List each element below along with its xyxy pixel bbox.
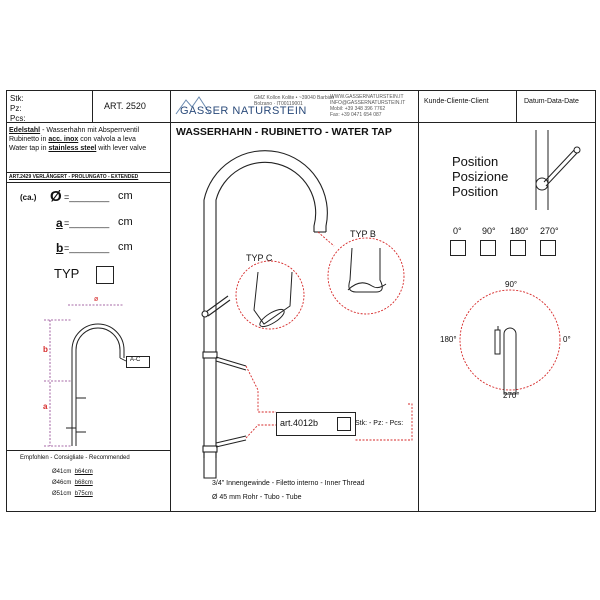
main-title: WASSERHAHN - RUBINETTO - WATER TAP bbox=[176, 126, 392, 138]
small-ac-box bbox=[126, 356, 150, 368]
rec-b: b64cm bbox=[74, 469, 93, 475]
recommended-row: Ø46cm b68cm bbox=[52, 478, 93, 489]
recommended-table: Ø41cm b64cm Ø46cm b68cm Ø51cm b75cm bbox=[52, 467, 93, 500]
rec-b: b68cm bbox=[74, 480, 93, 486]
client-box bbox=[418, 90, 518, 124]
pcs-label: Pcs: bbox=[10, 114, 26, 123]
extended-separator-2 bbox=[6, 182, 170, 183]
typ-c-label: TYP C bbox=[246, 253, 273, 263]
rec-diam: Ø46cm bbox=[52, 480, 72, 486]
angle-270-checkbox[interactable] bbox=[540, 240, 556, 256]
product-description: Edelstahl - Wasserhahn mit Absperrventil… bbox=[9, 126, 169, 153]
ca-label: (ca.) bbox=[20, 193, 37, 202]
small-a-label: a bbox=[43, 402, 48, 411]
angle-180-checkbox[interactable] bbox=[510, 240, 526, 256]
dial-0-label: 0° bbox=[563, 335, 571, 344]
diameter-symbol: Ø bbox=[50, 188, 62, 205]
art-4012b-qty: Stk: - Pz: - Pcs: bbox=[355, 420, 404, 427]
thread-label: 3/4" Innengewinde - Filetto interno - In… bbox=[212, 480, 365, 487]
small-b-label: b bbox=[43, 345, 48, 354]
angle-0-checkbox[interactable] bbox=[450, 240, 466, 256]
rec-diam: Ø51cm bbox=[52, 491, 72, 497]
angle-180-label: 180° bbox=[510, 226, 529, 236]
position-line-it: Posizione bbox=[452, 169, 509, 184]
date-box bbox=[516, 90, 596, 124]
recommended-row: Ø41cm b64cm bbox=[52, 467, 93, 478]
company-contact: WWW.GASSERNATURSTEIN.IT INFO@GASSERNATUR… bbox=[330, 94, 406, 118]
position-heading: Position Posizione Position bbox=[452, 154, 508, 199]
desc-part-6: Water tap in bbox=[9, 145, 49, 152]
desc-part-3: Rubinetto in bbox=[9, 136, 49, 143]
pz-label: Pz: bbox=[10, 104, 22, 113]
art-4012b-qty-checkbox[interactable] bbox=[337, 417, 351, 431]
company-logo-text: GASSER NATURSTEIN bbox=[180, 105, 307, 117]
desc-part-1: Edelstahl bbox=[9, 127, 41, 134]
recommended-row: Ø51cm b75cm bbox=[52, 489, 93, 500]
diameter-unit: cm bbox=[118, 190, 133, 202]
desc-part-8: with lever valve bbox=[96, 145, 147, 152]
art-4012b-label: art.4012b bbox=[280, 418, 319, 428]
art-box bbox=[92, 90, 172, 124]
company-address: GMZ Kollon Kolite • ~39040 Barbian Bolza… bbox=[254, 95, 335, 107]
b-blank: =________ bbox=[64, 243, 110, 253]
angle-0-label: 0° bbox=[453, 226, 462, 236]
recommended-separator bbox=[6, 450, 170, 451]
desc-part-5: con valvola a leva bbox=[78, 136, 136, 143]
recommended-title: Empfohlen - Consigliate - Recommended bbox=[20, 455, 130, 461]
dial-90-label: 90° bbox=[505, 280, 518, 289]
left-panel bbox=[6, 122, 172, 512]
extended-separator bbox=[6, 172, 170, 173]
rec-b: b75cm bbox=[74, 491, 93, 497]
desc-part-4: acc. inox bbox=[48, 136, 79, 143]
extended-note: ART.2429 VERLÄNGERT - PROLUNGATO - EXTEN… bbox=[9, 174, 139, 180]
position-line-de: Position bbox=[452, 154, 499, 169]
desc-part-2: - Wasserhahn mit Absperrventil bbox=[40, 127, 140, 134]
diameter-blank: =________ bbox=[64, 192, 110, 202]
typ-label: TYP bbox=[54, 266, 80, 281]
a-blank: =________ bbox=[64, 218, 110, 228]
angle-90-checkbox[interactable] bbox=[480, 240, 496, 256]
b-label: b bbox=[56, 241, 64, 255]
small-ac-label: A-C bbox=[130, 357, 141, 363]
tube-label: Ø 45 mm Rohr - Tubo - Tube bbox=[212, 494, 302, 501]
b-unit: cm bbox=[118, 241, 133, 253]
client-label: Kunde-Cliente-Client bbox=[424, 98, 489, 105]
angle-90-label: 90° bbox=[482, 226, 496, 236]
qty-box bbox=[6, 90, 94, 124]
angle-270-label: 270° bbox=[540, 226, 559, 236]
dial-180-label: 180° bbox=[440, 335, 457, 344]
stk-label: Stk: bbox=[10, 94, 24, 103]
date-label: Datum-Data-Date bbox=[524, 98, 579, 105]
typ-checkbox[interactable] bbox=[96, 266, 114, 284]
art-number: ART. 2520 bbox=[104, 101, 146, 111]
position-line-en: Position bbox=[452, 184, 499, 199]
typ-b-label: TYP B bbox=[350, 229, 376, 239]
a-unit: cm bbox=[118, 216, 133, 228]
a-label: a bbox=[56, 216, 63, 230]
dial-270-label: 270° bbox=[503, 391, 520, 400]
small-diam-label: ø bbox=[94, 296, 99, 303]
desc-part-7: stainless steel bbox=[48, 145, 97, 152]
center-panel bbox=[170, 122, 420, 512]
rec-diam: Ø41cm bbox=[52, 469, 72, 475]
